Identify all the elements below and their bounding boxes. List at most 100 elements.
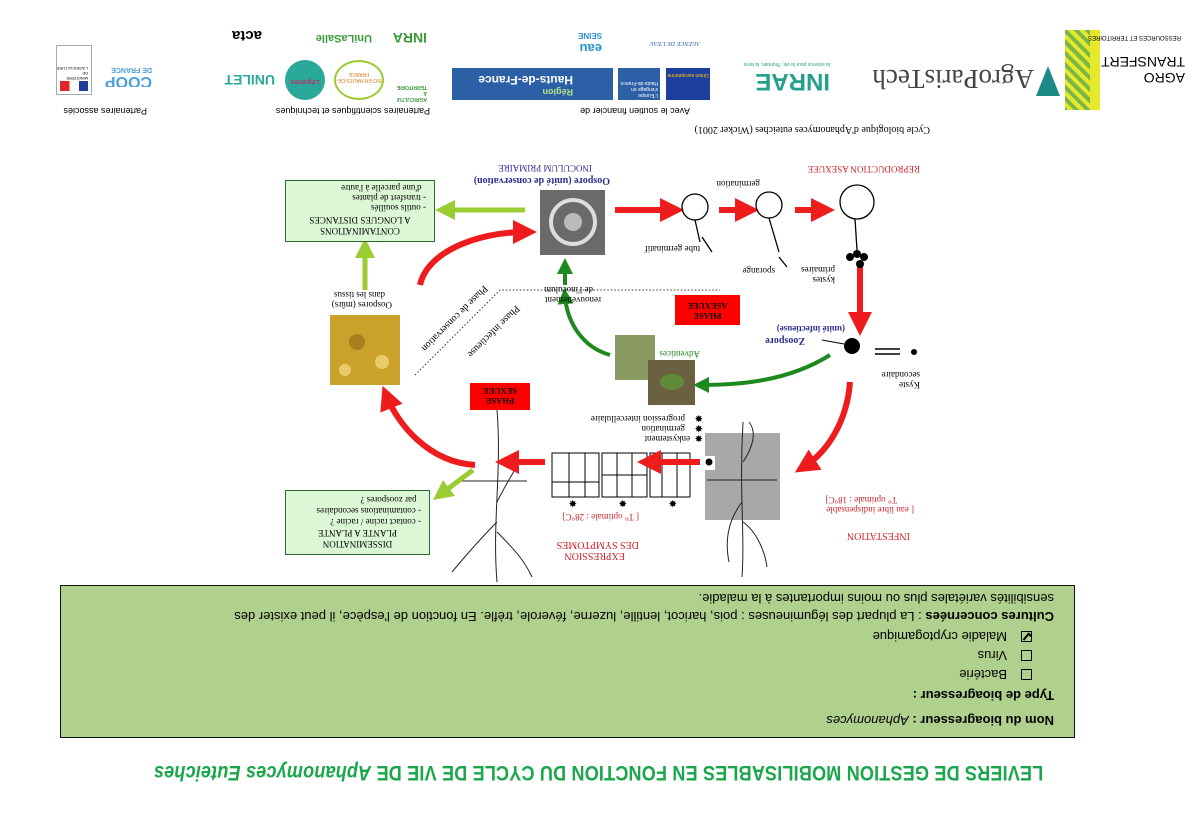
dissemination-item: - contact racine / racine ?	[330, 517, 421, 527]
acta-text: acta	[231, 27, 262, 44]
infestation-title: INFESTATION	[846, 530, 910, 541]
lime-arrows	[355, 200, 525, 500]
oospores-label-1: Oospores (mûrs)	[331, 300, 392, 310]
label-enkystement: enkystement	[644, 434, 691, 444]
svg-text:✸: ✸	[695, 432, 703, 443]
label-germination-cell: germination	[641, 424, 686, 434]
contaminations-title: CONTAMINATIONS	[320, 226, 400, 236]
inoculum-label: INOCULUM PRIMAIRE	[498, 163, 592, 173]
funding-label: Avec le soutien financier de	[580, 106, 690, 116]
contaminations-item: - outils souillés	[370, 203, 426, 213]
inrae-tagline: la science pour la vie, l'humain, la ter…	[743, 61, 830, 67]
sporange-label: sporange	[742, 266, 776, 276]
logo-seine: eau SEINE	[557, 28, 602, 54]
star-markers: ✸✸✸✸✸✸	[569, 412, 703, 508]
svg-text:✸: ✸	[669, 497, 677, 508]
oospores-label-2: dans les tissus	[333, 290, 385, 300]
zoospore-drawing	[844, 338, 860, 354]
logo-agroparistech: AgroParisTech	[860, 50, 1060, 100]
unilet-text: UNILET	[224, 72, 275, 88]
contaminations-box: CONTAMINATIONS A LONGUES DISTANCES - out…	[285, 180, 435, 242]
unilasalle-text: UniLaSalle	[315, 32, 372, 44]
svg-text:✸: ✸	[695, 422, 703, 433]
logo-bio-hdf: BIO EN HAUTS-DE-FRANCE	[334, 60, 384, 100]
kyste-drawing	[911, 349, 917, 355]
kyste-secondaire-2: secondaire	[881, 370, 920, 380]
contaminations-item: d'une parcelle à l'autre	[341, 183, 426, 193]
zoospore-sub: (unité infectieuse)	[776, 324, 845, 334]
logo-acta: acta	[197, 22, 262, 52]
ministere-text: MINISTÈRE DE L'AGRICULTURE	[56, 66, 88, 81]
kystes-label-1: kystes	[812, 275, 836, 285]
reproduction-asexuee-label: REPRODUCTION ASEXUEE	[807, 164, 920, 174]
eu-text: Union européenne	[667, 72, 709, 78]
svg-text:✸: ✸	[569, 497, 577, 508]
seine-name: SEINE	[577, 31, 602, 40]
plant-drawing-1	[707, 421, 777, 578]
expression-title1: EXPRESSION	[564, 550, 625, 561]
logo-ministere: MINISTÈRE DE L'AGRICULTURE	[56, 45, 92, 95]
agricultures-text: AGRICULTURES & TERRITOIRES	[397, 84, 427, 102]
oospore-sub: (unité de conservation)	[473, 175, 575, 186]
agence-eau-text: AGENCE DE L'EAU	[649, 40, 700, 46]
dissemination-box: DISSEMINATION PLANTE A PLANTE - contact …	[285, 490, 430, 555]
region-name: Hauts-de-France	[478, 73, 573, 87]
logo-inra: INRA	[377, 22, 427, 52]
renouvellement-label-1: renouvellement	[545, 295, 601, 305]
red-arrows	[380, 198, 872, 474]
legumes-text: Légumes	[290, 78, 320, 85]
nuage-text: L'Europe s'engage en Hauts-de-France	[620, 80, 658, 98]
figure-caption: Cycle biologique d'Aphanomyces euteiches…	[694, 124, 931, 135]
logo-eu: Union européenne	[666, 68, 710, 100]
logo-agrotransfert: AGRO TRANSFERT RESSOURCES ET TERRITOIRES	[1065, 30, 1185, 110]
coop-text: COOP	[104, 73, 152, 87]
expression-sub: [ T° optimale : 28°C]	[562, 512, 639, 522]
renouvellement-label-2: de l'inoculum	[544, 285, 593, 295]
expression-title2: DES SYMPTOMES	[556, 539, 639, 550]
phase-sexuee-l1: PHASE	[485, 396, 515, 406]
inrae-text: INRAE	[755, 68, 830, 95]
agroparistech-text: AgroParisTech	[872, 64, 1034, 94]
oospores-tissue-image	[330, 315, 400, 385]
logo-europe-engage: L'Europe s'engage en Hauts-de-France	[618, 68, 660, 100]
oospore-title: Oospore	[574, 175, 610, 186]
associated-partners-label: Partenaires associés	[63, 106, 147, 116]
dissemination-item: - contaminations secondaires	[316, 506, 421, 516]
logo-agence-eau: AGENCE DE L'EAU	[640, 30, 700, 52]
germination-drawings	[681, 184, 875, 268]
label-progression: progression intercellulaire	[590, 414, 685, 424]
agrotransfert-text: AGRO TRANSFERT	[1101, 54, 1185, 86]
infestation-sub2: T° optimale : 18°C]	[825, 495, 897, 505]
green-arrows	[557, 258, 832, 393]
adventices-label: Adventices	[659, 349, 701, 359]
logo-unilasalle: UniLaSalle	[302, 24, 372, 50]
phase-asexuee-l2: ASEXUEE	[687, 301, 728, 311]
dissemination-title: DISSEMINATION	[322, 539, 393, 549]
germination-label: germination	[716, 179, 761, 189]
kystes-label-2: primaires	[801, 265, 835, 275]
region-text: Région	[542, 87, 574, 97]
zoospore-title: Zoospore	[765, 335, 805, 346]
bio-text: BIO EN HAUTS-DE-FRANCE	[336, 71, 382, 83]
logo-region-hdf: Région Hauts-de-France	[452, 68, 613, 100]
logo-unilet: UNILET	[220, 60, 275, 100]
contaminations-item: - transfert de plantes	[352, 193, 426, 203]
phase-asexuee-l1: PHASE	[693, 311, 722, 321]
svg-text:✸: ✸	[619, 497, 627, 508]
phase-sexuee-l2: SEXUEE	[483, 386, 518, 396]
kyste-secondaire-1: Kyste	[899, 380, 920, 390]
dissemination-item: par zoospores ?	[360, 495, 421, 505]
phase-divider	[414, 289, 720, 376]
seine-eau: eau	[579, 41, 602, 54]
infestation-sub1: [ eau libre indispensable	[826, 505, 914, 515]
agrotransfert-sub: RESSOURCES ET TERRITOIRES	[1087, 34, 1181, 40]
inra-text: INRA	[392, 30, 427, 46]
scientific-partners-label: Partenaires scientifiques et techniques	[275, 106, 430, 116]
dissemination-title2: PLANTE A PLANTE	[318, 528, 398, 538]
tube-germinatif-label: tube germinatif	[644, 244, 700, 254]
